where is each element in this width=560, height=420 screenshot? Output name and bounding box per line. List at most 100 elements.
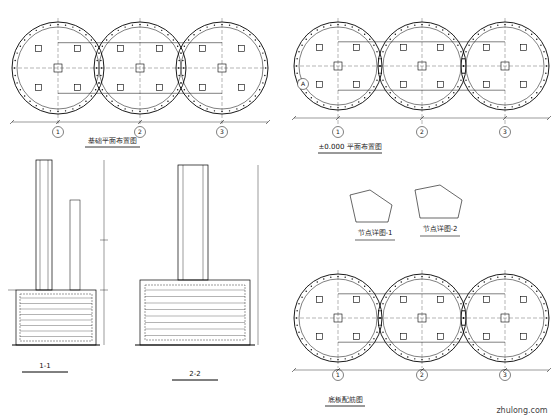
rebar-dot [525, 29, 526, 30]
rebar-line [145, 329, 245, 330]
rebar-dot [442, 281, 443, 282]
rebar-dot [14, 60, 15, 61]
rebar-line [145, 309, 245, 310]
rebar-dot [525, 101, 526, 102]
axis-line [378, 66, 466, 67]
rebar-dot [401, 101, 402, 102]
rebar-dot [401, 281, 402, 282]
rebar-dot [543, 51, 544, 52]
rebar-dot [373, 338, 374, 339]
rebar-dot [484, 353, 485, 354]
rebar-dot [177, 46, 178, 47]
rebar-dot [504, 107, 505, 108]
column-pad [36, 46, 42, 52]
rebar-dot [323, 26, 324, 27]
rebar-dot [65, 110, 66, 111]
column-pad [200, 46, 206, 52]
rebar-dot [435, 356, 436, 357]
rebar-dot [72, 26, 73, 27]
rebar-dot [311, 349, 312, 350]
rebar-dot [512, 106, 513, 107]
rebar-dot [468, 297, 469, 298]
rebar-dot [100, 60, 101, 61]
column-pad [520, 81, 526, 87]
rebar-line [20, 309, 92, 310]
rebar-dot [385, 86, 386, 87]
rebar-dot [214, 110, 215, 111]
rebar-dot [373, 297, 374, 298]
rebar-dot [512, 276, 513, 277]
rebar-dot [265, 67, 266, 68]
rebar-dot [296, 310, 297, 311]
column-pad [238, 84, 244, 90]
column [36, 160, 52, 290]
rebar-dot [414, 106, 415, 107]
rebar-dot [243, 105, 244, 106]
axis-bubble [333, 127, 344, 138]
rebar-dot [161, 105, 162, 106]
rebar-dot [490, 104, 491, 105]
column-pad [520, 45, 526, 51]
wall [70, 200, 80, 290]
rebar-dot [463, 310, 464, 311]
column-pad [437, 333, 443, 339]
rebar-dot [380, 73, 381, 74]
rebar-dot [79, 105, 80, 106]
rebar-dot [167, 34, 168, 35]
detail-2 [415, 185, 462, 218]
rebar-dot [401, 353, 402, 354]
rebar-dot [98, 52, 99, 53]
rebar-dot [540, 45, 541, 46]
drawing-title: 2-2 [188, 371, 201, 378]
column-pad [437, 45, 443, 51]
rebar-dot [184, 46, 185, 47]
column [178, 165, 208, 280]
rebar-dot [468, 86, 469, 87]
rebar-dot [330, 106, 331, 107]
rebar-dot [382, 51, 383, 52]
rebar-dot [460, 79, 461, 80]
rebar-dot [243, 30, 244, 31]
rebar-dot [429, 358, 430, 359]
axis-line [505, 270, 506, 368]
outer-ring [12, 22, 104, 114]
column-pad [353, 297, 359, 303]
column-pad [484, 81, 490, 87]
rebar-dot [182, 75, 183, 76]
rebar-dot [545, 325, 546, 326]
rebar-dot [178, 60, 179, 61]
dimension-tick [503, 116, 507, 120]
rebar-dot [14, 75, 15, 76]
axis-bubble [500, 127, 511, 138]
column-pad [118, 46, 124, 52]
rebar-dot [200, 105, 201, 106]
rebar-dot [323, 278, 324, 279]
rebar-dot [298, 51, 299, 52]
edge-beam [338, 293, 505, 294]
rebar-dot [65, 24, 66, 25]
rebar-dot [543, 331, 544, 332]
rebar-dot [460, 303, 461, 304]
rebar-dot [525, 281, 526, 282]
rebar-dot [296, 58, 297, 59]
rebar-dot [358, 101, 359, 102]
foundation-plan [292, 18, 551, 138]
rebar-dot [448, 97, 449, 98]
axis-number: 1 [56, 129, 60, 135]
title-underlines [85, 147, 382, 406]
rebar-dot [490, 26, 491, 27]
axis-line [94, 68, 186, 69]
rebar-dot [358, 281, 359, 282]
rebar-dot [457, 86, 458, 87]
rebar-dot [525, 353, 526, 354]
rebar-dot [20, 46, 21, 47]
rebar-dot [435, 26, 436, 27]
rebar-dot [180, 82, 181, 83]
axis-line [338, 18, 339, 125]
axis-bubble [217, 127, 228, 138]
rebar-line [20, 325, 92, 326]
rebar-dot [518, 104, 519, 105]
rebar-dot [473, 92, 474, 93]
rebar-dot [147, 24, 148, 25]
